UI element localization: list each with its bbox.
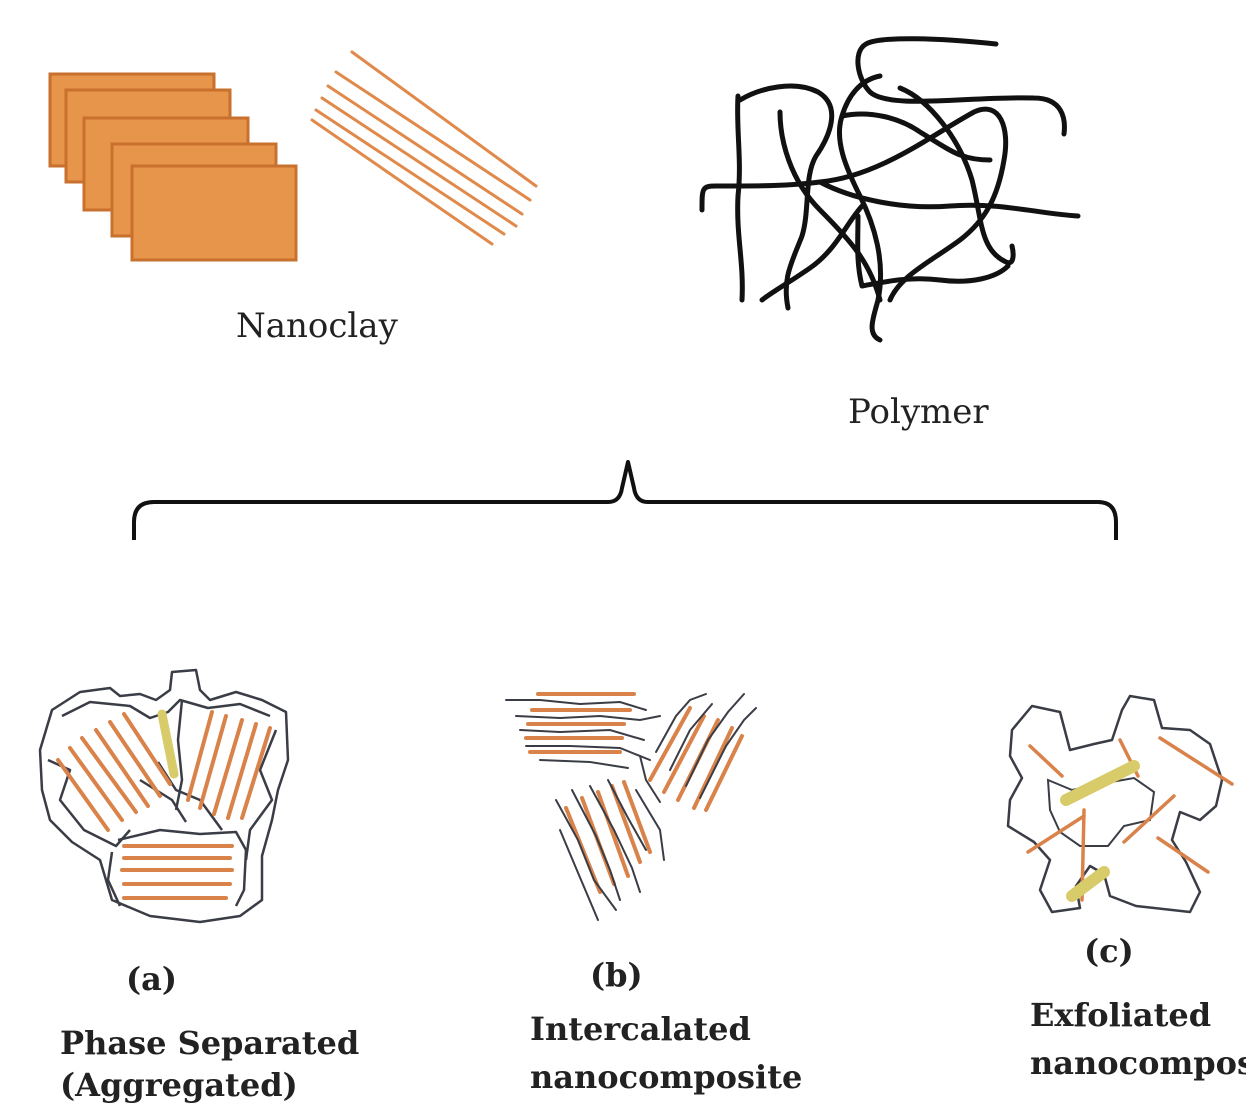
label-c-title-2: nanocomposi — [1030, 1044, 1246, 1082]
nanoclay-label: Nanoclay — [236, 306, 398, 346]
exfoliated-figure — [1006, 694, 1234, 914]
nanoclay-stack-icon — [48, 72, 298, 262]
phase-separated-figure — [38, 668, 290, 924]
label-a-tag: (a) — [126, 960, 178, 998]
nanoclay-layers-icon — [310, 50, 538, 246]
intercalated-figure — [505, 692, 757, 921]
label-a-title-1: Phase Separated — [60, 1024, 360, 1062]
polymer-chains-icon — [699, 36, 1081, 343]
polymer-label: Polymer — [848, 392, 989, 432]
label-b-title-1: Intercalated — [530, 1010, 751, 1048]
label-c-tag: (c) — [1084, 932, 1134, 970]
label-a-title-2: (Aggregated) — [60, 1066, 298, 1104]
brace-icon — [132, 460, 1118, 540]
label-c-title-1: Exfoliated — [1030, 996, 1212, 1034]
label-b-title-2: nanocomposite — [530, 1058, 803, 1096]
label-b-tag: (b) — [590, 956, 643, 994]
